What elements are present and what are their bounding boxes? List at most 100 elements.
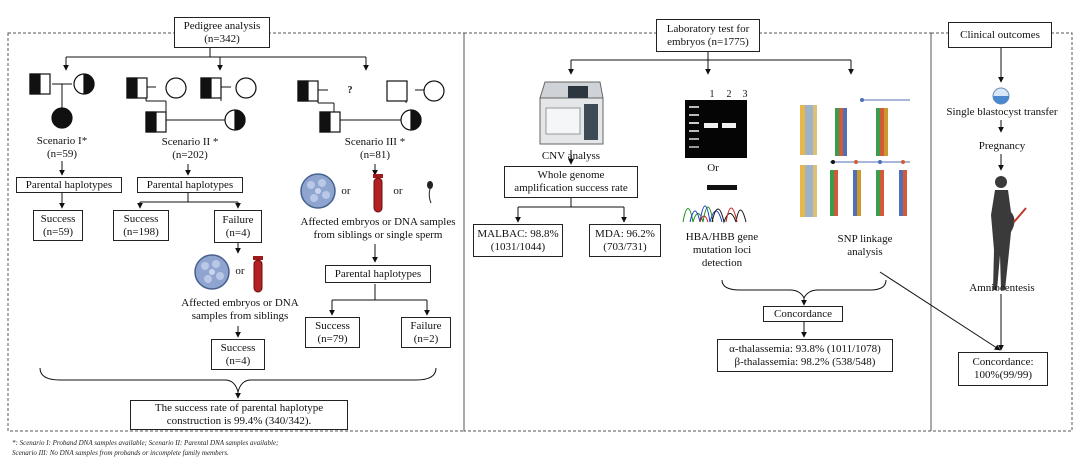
s3-parental-haplotypes-box: Parental haplotypes [325,265,431,283]
s2-parental-haplotypes-box: Parental haplotypes [137,177,243,193]
malbac-line2: (1031/1044) [490,240,546,253]
chromatogram-image [682,185,747,224]
clinical-title: Clinical outcomes [960,28,1040,41]
clinical-concordance-line2: 100%(99/99) [973,369,1033,381]
mda-line1: MDA: 96.2% [595,227,655,240]
pregnancy-text: Pregnancy [978,140,1026,152]
blastocyst-icon [992,87,1010,105]
gel-image [685,100,747,158]
snp-line2: analysis [847,246,883,258]
pregnancy-label: Pregnancy [960,140,1044,153]
gel-lane-1: 1 [707,88,717,101]
scenario-3-name: Scenario III * [344,136,406,148]
scenario-2-count: (n=202) [172,149,208,161]
or-text: or [393,185,403,197]
pedigree-title: Pedigree analysis [183,19,261,32]
or-label: Or [703,162,723,175]
hba-line3: detection [701,257,743,269]
s2-affected-label: Affected embryos or DNA samples from sib… [170,297,310,323]
s1-parental-haplotypes-box: Parental haplotypes [16,177,122,193]
snp-linkage-label: SNP linkage analysis [820,233,910,259]
s2-affected-line2: samples from siblings [191,310,289,322]
gel-lane-2-text: 2 [726,89,732,100]
sperm-icon [427,181,433,204]
alpha-thalassemia-result: α-thalassemia: 93.8% (1011/1078) [729,342,881,355]
s2-failure-box: Failure (n=4) [214,210,262,243]
scenario-1-count: (n=59) [46,148,78,160]
malbac-line1: MALBAC: 98.8% [477,227,559,240]
clinical-concordance-line1: Concordance: [972,356,1034,368]
or-label: or [234,265,246,278]
footnote-line2: Scenario III: No DNA samples from proban… [12,449,229,457]
or-text: or [341,185,351,197]
scenario-1-name: Scenario I* [36,135,88,147]
or-label: or [340,185,352,198]
s2-failure-label: Failure [222,213,254,226]
success-rate-line2: construction is 99.4% (340/342). [166,415,312,427]
s2-success2-box: Success (n=4) [211,339,265,370]
scenario-3-count: (n=81) [359,149,391,161]
unknown-mark: ? [344,84,356,97]
snp-line1: SNP linkage [837,233,893,245]
mda-line2: (703/731) [603,240,647,253]
scenario-2-label: Scenario II * (n=202) [150,136,230,162]
footnote-line1: *: Scenario I: Proband DNA samples avail… [12,439,279,447]
s2-success-count: (n=198) [123,225,159,238]
pedigree-title-box: Pedigree analysis (n=342) [174,17,270,48]
s3-success-label: Success [315,319,350,332]
beta-thalassemia-result: β-thalassemia: 98.2% (538/548) [734,355,876,368]
success-rate-line1: The success rate of parental haplotype [154,402,324,414]
mda-box: MDA: 96.2% (703/731) [589,224,661,257]
clinical-title-box: Clinical outcomes [948,22,1052,48]
question-mark: ? [347,85,353,96]
sequencer-machine-icon [539,81,604,145]
scenario-3-label: Scenario III * (n=81) [335,136,415,162]
s3-failure-count: (n=2) [413,332,439,345]
clinical-concordance-box: Concordance: 100%(99/99) [958,352,1048,386]
s3-failure-box: Failure (n=2) [401,317,451,348]
hba-line2: mutation loci [692,244,752,256]
thalassemia-result-box: α-thalassemia: 93.8% (1011/1078) β-thala… [717,339,893,372]
embryo-icon [300,173,336,209]
s2-parental-haplotypes: Parental haplotypes [146,178,234,191]
s2-success-box: Success (n=198) [113,210,169,241]
pedigree-symbols [29,73,445,133]
scenario-1-label: Scenario I* (n=59) [20,135,104,161]
wga-line2: amplification success rate [514,182,628,194]
gel-lane-3-text: 3 [742,89,748,100]
gel-lane-3: 3 [740,88,750,101]
success-rate-box: The success rate of parental haplotype c… [130,400,348,430]
s1-success-box: Success (n=59) [33,210,83,241]
amniocentesis-text: Amniocentesis [969,282,1035,294]
s3-affected-line1: Affected embryos or DNA samples [300,216,456,228]
amniocentesis-label: Amniocentesis [955,282,1049,295]
s2-affected-line1: Affected embryos or DNA [181,297,299,309]
lab-title-line1: Laboratory test for [666,22,750,35]
s2-failure-count: (n=4) [225,226,251,239]
s2-success2-label: Success [220,341,256,354]
or-label: or [392,185,404,198]
wga-line1: Whole genome [537,169,605,181]
lab-concordance-box: Concordance [763,306,843,322]
s3-success-count: (n=79) [317,332,348,345]
cnv-text: CNV analyss [541,150,601,162]
lab-concordance-label: Concordance [773,307,833,320]
gel-lane-2: 2 [724,88,734,101]
s3-affected-label: Affected embryos or DNA samples from sib… [298,216,458,242]
gel-lane-1-text: 1 [709,89,715,100]
or-text: Or [707,162,719,174]
pedigree-count: (n=342) [204,32,240,45]
hba-hbb-label: HBA/HBB gene mutation loci detection [670,231,774,270]
s2-success2-count: (n=4) [225,354,251,367]
malbac-box: MALBAC: 98.8% (1031/1044) [473,224,563,257]
s3-failure-label: Failure [410,319,442,332]
s3-affected-line2: from siblings or single sperm [313,229,443,241]
lab-title-box: Laboratory test for embryos (n=1775) [656,19,760,52]
wga-box: Whole genome amplification success rate [504,166,638,198]
pregnant-woman-icon [991,176,1027,290]
s1-success-count: (n=59) [42,225,74,238]
s2-success-label: Success [123,212,159,225]
snp-linkage-image [800,98,910,217]
s1-success-label: Success [40,212,76,225]
